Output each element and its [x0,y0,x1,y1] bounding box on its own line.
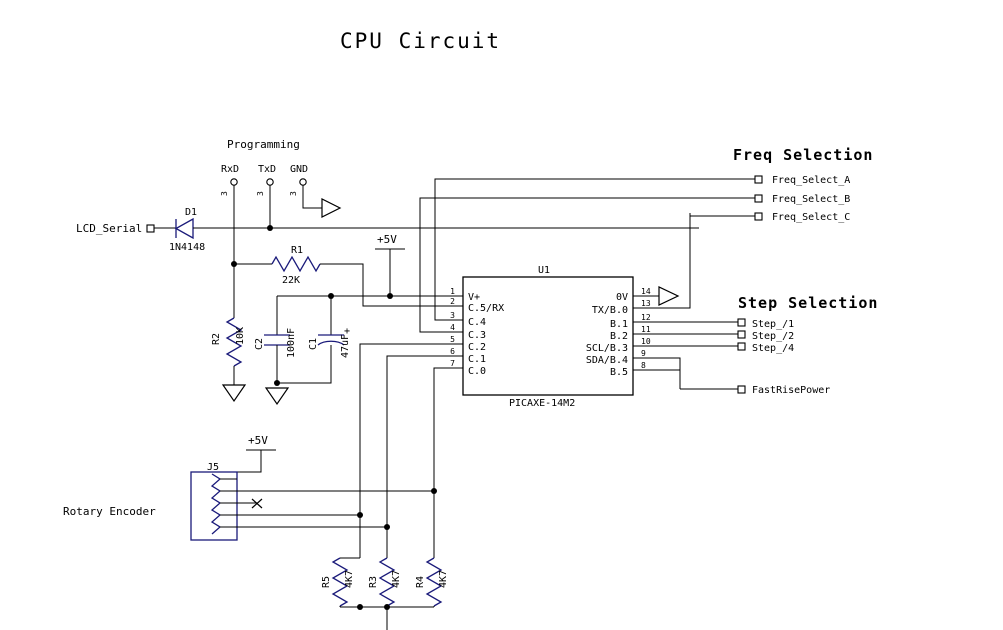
terminal-freq-select-a[interactable] [754,175,763,184]
terminal-label-step-1: Step_/1 [752,319,794,330]
prog-pin-number-gnd: 3 [289,191,298,196]
terminal-label-freq-a: Freq_Select_A [772,175,850,186]
component-value-r1: 22K [282,275,300,286]
prog-pin-label-rxd: RxD [221,164,239,175]
component-refdes-c2: C2 [254,338,265,350]
prog-pin-terminal-gnd[interactable] [299,178,307,186]
terminal-step-1[interactable] [737,318,746,327]
terminal-label-step-4: Step_/4 [752,343,794,354]
prog-pin-label-gnd: GND [290,164,308,175]
ic-pin-number-4: 4 [450,323,455,332]
terminal-label-freq-c: Freq_Select_C [772,212,850,223]
component-refdes-d1: D1 [185,207,197,218]
component-value-r4: 4K7 [438,570,449,588]
component-refdes-j5: J5 [207,462,219,473]
net-label-power-2: +5V [248,434,268,447]
prog-pin-label-txd: TxD [258,164,276,175]
component-refdes-r1: R1 [291,245,303,256]
ic-pin-number-3: 3 [450,311,455,320]
ic-pin-name-5: C.2 [468,342,486,353]
terminal-fastrisepower[interactable] [737,385,746,394]
ic-pin-name-6: C.1 [468,354,486,365]
ic-pin-number-8: 8 [641,361,646,370]
component-refdes-c1: C1 [308,338,319,350]
ic-pin-name-9: SDA/B.4 [586,355,628,366]
component-refdes-r2: R2 [211,333,222,345]
polarity-plus-icon: + [344,326,350,337]
ground-symbol-c2 [264,387,290,406]
ic-pin-name-4: C.3 [468,330,486,341]
prog-pin-terminal-txd[interactable] [266,178,274,186]
ic-pin-name-10: SCL/B.3 [586,343,628,354]
junction-dot [357,604,363,610]
ic-pin-number-2: 2 [450,297,455,306]
section-heading-step: Step Selection [738,294,878,312]
ic-pin-number-11: 11 [641,325,651,334]
ground-symbol-r2 [221,384,247,403]
ic-pin-name-3: C.4 [468,317,486,328]
prog-pin-number-txd: 3 [256,191,265,196]
component-value-r3: 4K7 [391,570,402,588]
ic-pin-name-12: B.1 [610,319,628,330]
terminal-freq-select-b[interactable] [754,194,763,203]
component-value-c2: 100nF [286,328,297,358]
terminal-label-fastrisepower: FastRisePower [752,385,830,396]
connector-j5-body[interactable] [190,471,238,541]
ic-pin-number-1: 1 [450,287,455,296]
terminal-step-2[interactable] [737,330,746,339]
ic-pin-name-2: C.5/RX [468,303,504,314]
ic-pin-name-1: V+ [468,292,480,303]
no-connect-icon [251,498,263,509]
component-refdes-r3: R3 [368,576,379,588]
ic-pin-number-5: 5 [450,335,455,344]
ic-pin-name-14: 0V [616,292,628,303]
diode-d1-body [174,217,194,240]
terminal-step-4[interactable] [737,342,746,351]
ic-pin-name-11: B.2 [610,331,628,342]
section-heading-freq: Freq Selection [733,146,873,164]
component-value-r5: 4K7 [344,570,355,588]
ic-pin-name-7: C.0 [468,366,486,377]
ic-pin-number-14: 14 [641,287,651,296]
terminal-lcd-serial[interactable] [146,224,155,233]
component-value-c1: 47uF [340,334,351,358]
net-label-power-1: +5V [377,233,397,246]
section-heading-programming: Programming [227,138,300,151]
component-refdes-r5: R5 [321,576,332,588]
component-value-r2: 10K [235,327,246,345]
ic-pin-number-6: 6 [450,347,455,356]
ground-symbol-prog [321,198,342,218]
ic-pin-number-10: 10 [641,337,651,346]
section-heading-rotary: Rotary Encoder [63,505,156,518]
prog-pin-terminal-rxd[interactable] [230,178,238,186]
ic-body-u1[interactable] [462,276,634,396]
component-value-d1: 1N4148 [169,242,205,253]
ic-pin-name-8: B.5 [610,367,628,378]
ic-pin-number-9: 9 [641,349,646,358]
ic-pin-number-12: 12 [641,313,651,322]
terminal-label-step-2: Step_/2 [752,331,794,342]
prog-pin-number-rxd: 3 [220,191,229,196]
component-refdes-r4: R4 [415,576,426,588]
ic-pin-number-7: 7 [450,359,455,368]
terminal-label-freq-b: Freq_Select_B [772,194,850,205]
page-title: CPU Circuit [340,29,501,53]
ic-pin-name-13: TX/B.0 [592,305,628,316]
ic-part-number: PICAXE-14M2 [509,398,575,409]
terminal-freq-select-c[interactable] [754,212,763,221]
ic-refdes: U1 [538,265,550,276]
ic-pin-number-13: 13 [641,299,651,308]
junction-dot [384,604,390,610]
ground-symbol-ic-0v [658,286,680,306]
net-label-lcd-serial: LCD_Serial [76,222,142,235]
